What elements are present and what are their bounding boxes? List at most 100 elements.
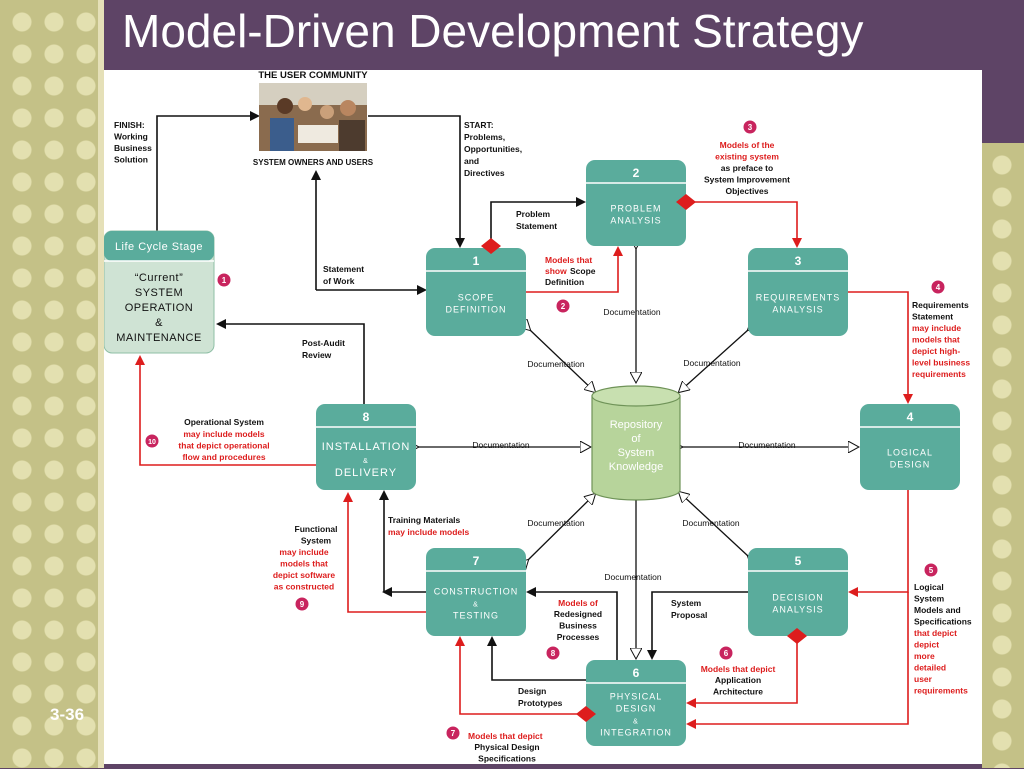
- phase-number: 2: [633, 166, 640, 180]
- note-2: show: [545, 266, 567, 276]
- start-label: Directives: [464, 168, 505, 178]
- phase-label: &: [633, 719, 639, 726]
- note-10: flow and procedures: [182, 452, 265, 462]
- badge-number: 5: [929, 566, 934, 575]
- note-2: Scope: [570, 266, 596, 276]
- note-10: that depict operational: [178, 441, 269, 451]
- note-4: depict high-: [912, 346, 960, 356]
- left-divider: [98, 0, 104, 768]
- badge-4: [930, 279, 946, 295]
- note-3: existing system: [715, 152, 779, 162]
- arrow-red-6: [686, 636, 798, 708]
- note-4: may include: [912, 323, 961, 333]
- arrow-red-3: [686, 201, 802, 248]
- phase-label: TESTING: [453, 611, 499, 621]
- lifecycle-header: [104, 231, 214, 261]
- note-5: depict: [914, 640, 939, 650]
- note-3: Models of the: [720, 140, 775, 150]
- badge-3: [742, 119, 758, 135]
- phase-number: 1: [473, 254, 480, 268]
- phase-label: REQUIREMENTS: [756, 293, 841, 303]
- left-dot-pattern: [0, 0, 100, 768]
- note-5: user: [914, 674, 933, 684]
- phase-box-4: [860, 404, 960, 490]
- note-2: Models that: [545, 255, 592, 265]
- phase-box-8: [316, 404, 416, 490]
- community-heading: THE USER COMMUNITY: [258, 70, 368, 81]
- photo-table: [298, 125, 338, 143]
- photo-person: [340, 100, 356, 116]
- documentation-label: Documentation: [738, 440, 795, 450]
- note-6: Application: [715, 675, 761, 685]
- arrow-system-proposal: [647, 591, 748, 660]
- arrow-post-audit: [216, 319, 365, 404]
- arrow-start: [368, 115, 465, 248]
- documentation-label: Documentation: [527, 518, 584, 528]
- red-diamond: [787, 628, 807, 644]
- design-prototypes-label: Prototypes: [518, 698, 563, 708]
- note-6: Models that depict: [701, 664, 776, 674]
- badge-2: [555, 298, 571, 314]
- statement-of-work-label: Statement: [323, 264, 364, 274]
- phase-number: 7: [473, 554, 480, 568]
- problem-statement-label: Statement: [516, 221, 557, 231]
- phase-number: 3: [795, 254, 802, 268]
- red-diamond: [576, 706, 596, 722]
- arrow-red-5b: [686, 592, 909, 729]
- finish-label: Working: [114, 132, 148, 142]
- note-6: Architecture: [713, 687, 763, 697]
- post-audit-label: Review: [302, 350, 332, 360]
- repository-label: of: [631, 433, 641, 445]
- phase-label: PROBLEM: [610, 204, 661, 214]
- phase-label: INTEGRATION: [600, 728, 672, 738]
- photo-person: [277, 98, 293, 114]
- phase-box-5: [748, 548, 848, 636]
- note-5: Logical: [914, 582, 944, 592]
- note-3: Objectives: [726, 186, 769, 196]
- phase-number: 8: [363, 410, 370, 424]
- arrow-design-prototypes: [487, 636, 586, 681]
- note-7: Models that depict: [468, 731, 543, 741]
- right-dot-pattern: [982, 143, 1024, 768]
- phase-label: DESIGN: [890, 460, 931, 470]
- note-9: System: [301, 536, 332, 546]
- badge-number: 9: [300, 600, 305, 609]
- phase-label: ANALYSIS: [772, 605, 823, 615]
- phase-number: 5: [795, 554, 802, 568]
- note-4: level business: [912, 358, 970, 368]
- training-label: may include models: [388, 527, 470, 537]
- phase-number: 6: [633, 666, 640, 680]
- phase-label: ANALYSIS: [610, 216, 661, 226]
- phase-label: SCOPE: [458, 293, 495, 303]
- system-proposal-label: Proposal: [671, 610, 707, 620]
- documentation-label: Documentation: [527, 359, 584, 369]
- badge-10: [144, 433, 160, 449]
- note-5: that depict: [914, 628, 957, 638]
- photo-person: [270, 118, 294, 151]
- connectors: [135, 111, 913, 729]
- photo-person: [320, 105, 334, 119]
- documentation-label: Documentation: [683, 358, 740, 368]
- repository-top: [591, 385, 681, 407]
- note-5: requirements: [914, 686, 968, 696]
- note-3: as preface to: [721, 163, 773, 173]
- documentation-label: Documentation: [682, 518, 739, 528]
- lifecycle-body-text: “Current”: [135, 272, 184, 284]
- note-4: requirements: [912, 369, 966, 379]
- arrow-to-construction: [526, 587, 618, 660]
- documentation-label: Documentation: [472, 440, 529, 450]
- note-4: models that: [912, 335, 960, 345]
- note-4: Statement: [912, 312, 953, 322]
- community-label: SYSTEM OWNERS AND USERS: [253, 158, 374, 167]
- note-5: Models and: [914, 605, 961, 615]
- badge-number: 2: [561, 302, 566, 311]
- start-label: START:: [464, 120, 494, 130]
- photo-person: [298, 97, 312, 111]
- phase-label: ANALYSIS: [772, 305, 823, 315]
- note-5: detailed: [914, 663, 946, 673]
- statement-of-work-label: of Work: [323, 276, 355, 286]
- arrow-red-4: [848, 291, 913, 404]
- post-audit-label: Post-Audit: [302, 338, 345, 348]
- phase-box-1: [426, 248, 526, 336]
